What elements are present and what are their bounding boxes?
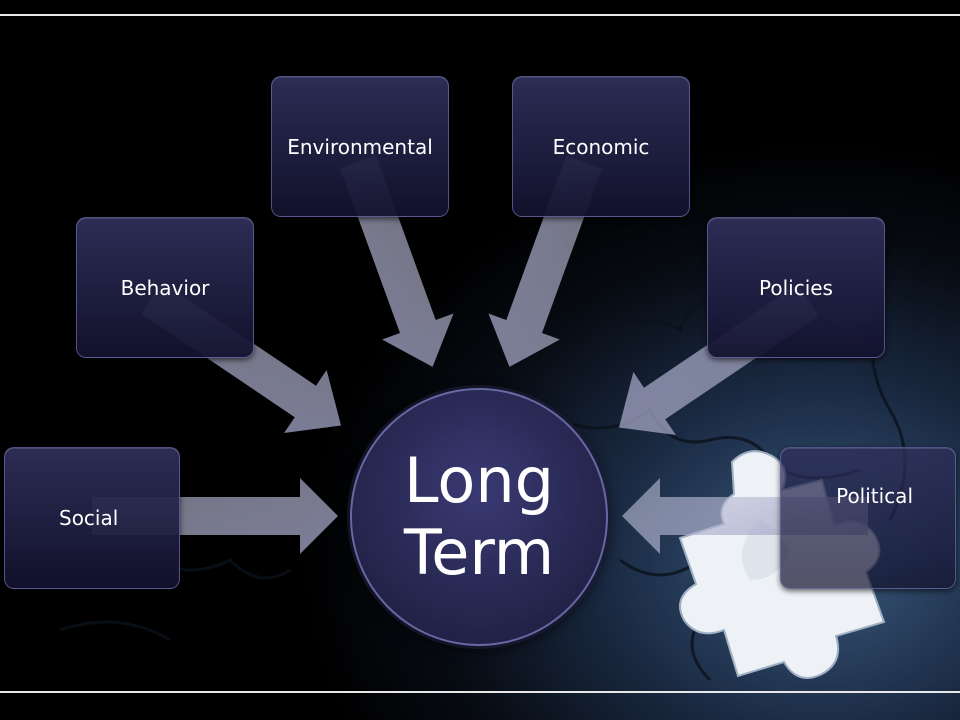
top-divider bbox=[0, 14, 960, 16]
bottom-divider bbox=[0, 691, 960, 693]
center-hub-label: Long Term bbox=[403, 444, 555, 589]
node-environmental: Environmental bbox=[271, 76, 449, 217]
node-behavior: Behavior bbox=[76, 217, 254, 358]
node-economic-label: Economic bbox=[552, 135, 650, 159]
node-behavior-label: Behavior bbox=[120, 275, 210, 300]
node-environmental-label: Environmental bbox=[287, 135, 433, 159]
node-policies: Policies bbox=[707, 217, 885, 358]
node-social-label: Social bbox=[59, 506, 119, 530]
node-political-label: Political bbox=[836, 484, 913, 508]
node-policies-label: Policies bbox=[759, 275, 833, 300]
node-social: Social bbox=[4, 447, 180, 589]
center-hub: Long Term bbox=[350, 388, 608, 646]
node-political: Political bbox=[780, 447, 956, 589]
node-economic: Economic bbox=[512, 76, 690, 217]
